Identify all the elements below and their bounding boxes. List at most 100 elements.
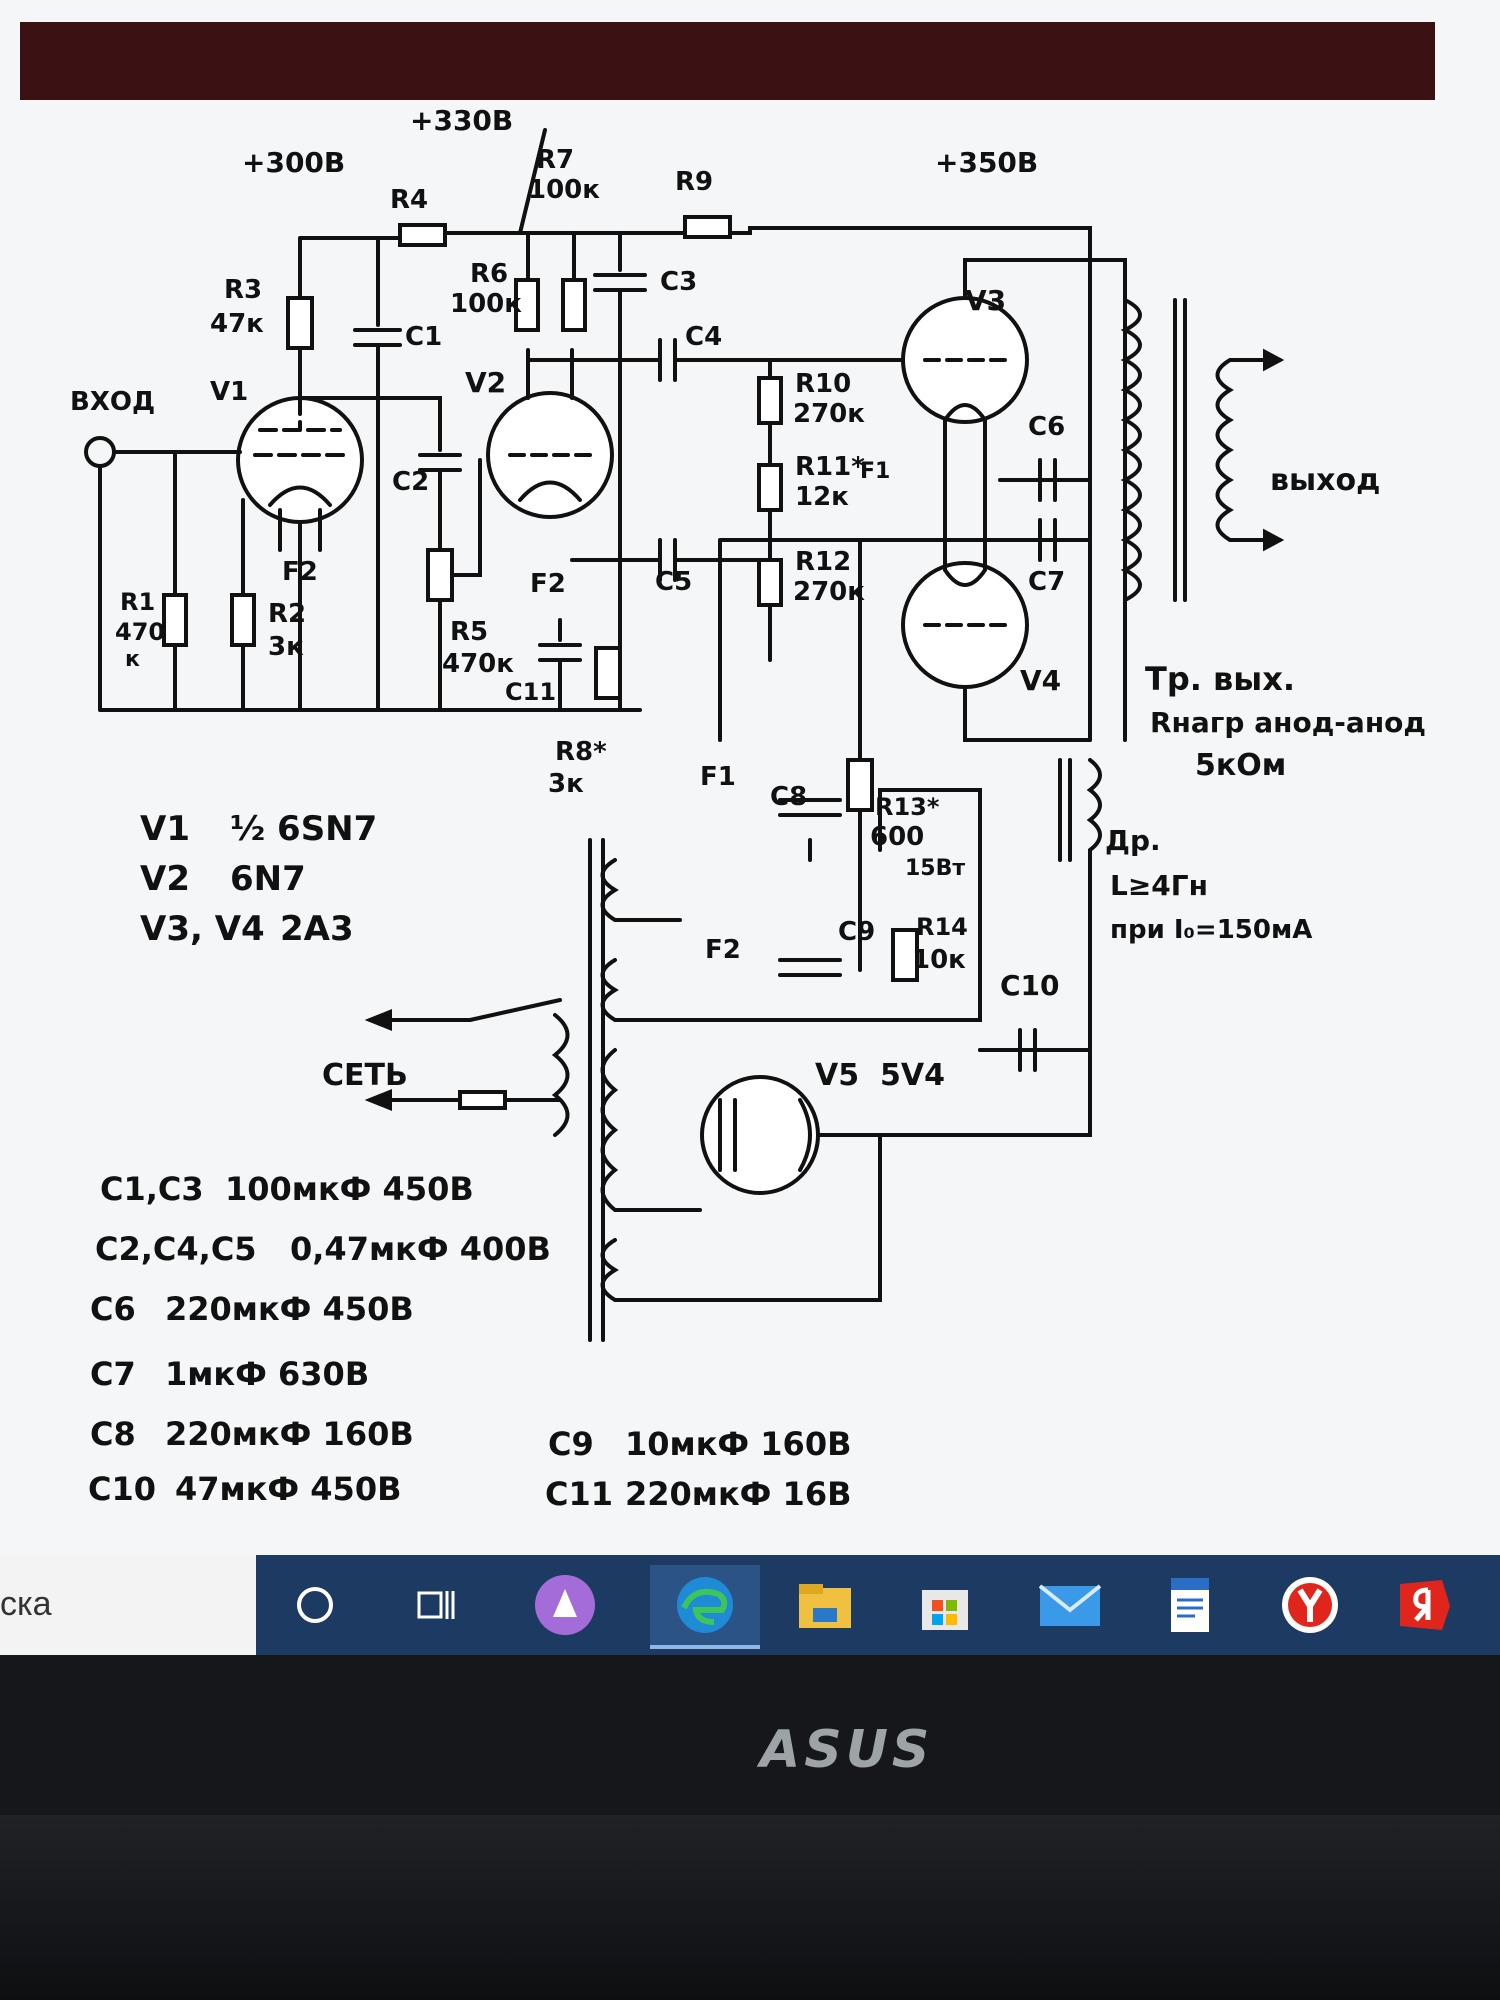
r10-resistor <box>757 376 783 425</box>
c11-label: C11 <box>505 678 556 706</box>
r14-value: 10к <box>912 945 966 975</box>
window-title-bar <box>20 22 1435 100</box>
mail-button[interactable] <box>1015 1565 1125 1645</box>
load-label: Rнагр анод-анод <box>1150 706 1426 739</box>
v2-label: V2 <box>465 366 506 399</box>
f1-mark-label: F1 <box>860 459 890 484</box>
monitor-bezel <box>0 1655 1500 1815</box>
edge-icon <box>677 1577 733 1633</box>
r5-label: R5 <box>450 617 488 647</box>
r4-resistor <box>398 223 447 247</box>
c3-label: C3 <box>660 267 697 297</box>
tube-list-name: V1 <box>140 809 190 849</box>
r8-value: 3к <box>548 769 584 799</box>
c10-label: C10 <box>1000 969 1060 1002</box>
circuit-schematic: +300В +330В +350В R4 R7 100к R9 R3 47к C… <box>70 104 1426 1513</box>
cap-list-name: C8 <box>90 1415 136 1453</box>
cap-list-value: 100мкФ 450В <box>225 1170 474 1208</box>
load-value: 5кОм <box>1195 748 1286 783</box>
r12-resistor <box>757 558 783 607</box>
yandex-browser-button[interactable] <box>1370 1565 1480 1645</box>
r12-value: 270к <box>793 577 865 607</box>
cap-list-value: 220мкФ 450В <box>165 1290 414 1328</box>
r11-label: R11* <box>795 452 865 482</box>
store-button[interactable] <box>890 1565 1000 1645</box>
r6-value: 100к <box>450 289 522 319</box>
r1-resistor <box>162 593 188 647</box>
r13-label: R13* <box>875 793 940 821</box>
document-icon <box>1171 1578 1209 1632</box>
edge-button[interactable] <box>650 1565 760 1649</box>
c7-label: C7 <box>1028 567 1065 597</box>
r4-label: R4 <box>390 185 428 215</box>
cap-list-name: C2,C4,C5 <box>95 1230 257 1268</box>
r14-resistor <box>891 928 919 982</box>
document-button[interactable] <box>1135 1565 1245 1645</box>
r1-label: R1 <box>120 588 155 616</box>
choke-inductance: L≥4Гн <box>1110 869 1208 902</box>
v2-tube <box>486 391 614 519</box>
cap-list-name: C11 <box>545 1475 613 1513</box>
cortana-button[interactable] <box>260 1565 370 1645</box>
schematic-wires <box>84 128 1285 1342</box>
c2-label: C2 <box>392 467 429 497</box>
file-explorer-button[interactable] <box>770 1565 880 1645</box>
transformer-label: Тр. вых. <box>1145 660 1295 698</box>
windows-taskbar: ска <box>0 1555 1500 1655</box>
cortana-circle-icon <box>297 1587 333 1623</box>
choke-current: при I₀=150мА <box>1110 915 1312 945</box>
r1-value: 470 <box>115 618 165 646</box>
v5-label: V5 <box>815 1058 859 1093</box>
tube-list-name: V3, V4 <box>140 909 265 949</box>
rail-350-label: +350В <box>935 146 1038 179</box>
task-view-button[interactable] <box>380 1565 490 1645</box>
monitor-screen: +300В +330В +350В R4 R7 100к R9 R3 47к C… <box>0 0 1500 1655</box>
cap-list-name: C9 <box>548 1425 594 1463</box>
r11-resistor <box>757 463 783 512</box>
rail-330-label: +330В <box>410 104 513 137</box>
mains-label: СЕТЬ <box>322 1058 408 1093</box>
r5-resistor <box>426 548 454 602</box>
r3-resistor <box>286 296 314 350</box>
c1-label: C1 <box>405 322 442 352</box>
c6-label: C6 <box>1028 412 1065 442</box>
r13-value: 600 <box>870 822 924 852</box>
taskbar-search-box[interactable]: ска <box>0 1555 256 1655</box>
cap-list-name: C7 <box>90 1355 136 1393</box>
r5-value: 470к <box>442 649 514 679</box>
r2-label: R2 <box>268 599 306 629</box>
r9-resistor <box>683 215 732 239</box>
store-icon <box>922 1590 968 1630</box>
tube-list-type: 6N7 <box>230 859 306 899</box>
r3-label: R3 <box>224 275 262 305</box>
r8-resistor <box>594 646 622 700</box>
v1-label: V1 <box>210 377 248 407</box>
tube-list-name: V2 <box>140 859 190 899</box>
r3-value: 47к <box>210 309 264 339</box>
r13-resistor <box>846 758 874 812</box>
r12-label: R12 <box>795 547 851 577</box>
r14-label: R14 <box>916 913 968 941</box>
yandex-button[interactable] <box>1255 1565 1365 1645</box>
cap-list-value: 220мкФ 160В <box>165 1415 414 1453</box>
r7-label: R7 <box>536 145 574 175</box>
v5-type: 5V4 <box>880 1058 945 1093</box>
r11-value: 12к <box>795 482 849 512</box>
c9-label: C9 <box>838 917 875 947</box>
fuse <box>458 1090 507 1110</box>
yandex-browser-icon <box>1400 1580 1450 1630</box>
mail-icon <box>1038 1584 1102 1626</box>
c4-label: C4 <box>685 322 722 352</box>
r10-value: 270к <box>793 399 865 429</box>
r9-label: R9 <box>675 167 713 197</box>
v1-heater-f2-label: F2 <box>282 557 318 587</box>
f1-label: F1 <box>700 762 736 792</box>
r1-unit: к <box>125 647 140 672</box>
r2-value: 3к <box>268 632 304 662</box>
cap-list-name: C1,C3 <box>100 1170 204 1208</box>
cap-list-value: 0,47мкФ 400В <box>290 1230 551 1268</box>
v4-tube <box>901 561 1029 689</box>
cap-list-name: C6 <box>90 1290 136 1328</box>
alice-button[interactable] <box>510 1565 620 1645</box>
choke-label: Др. <box>1105 824 1161 857</box>
